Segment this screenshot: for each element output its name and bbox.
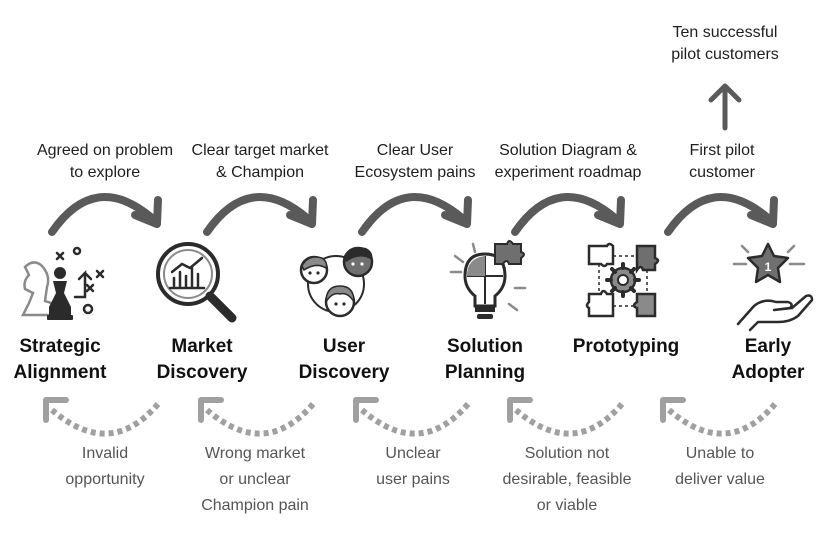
chess-strategy-icon <box>20 246 105 320</box>
return-arrow-icon <box>514 402 625 437</box>
forward-arrow-icon <box>747 196 778 228</box>
return-arrow-icon <box>667 402 778 437</box>
failure-label-5: Unable to deliver value <box>675 445 765 488</box>
forward-arrow-icon <box>664 193 772 236</box>
failure-label-1: Invalid opportunity <box>65 445 145 488</box>
forward-arrow-icon <box>131 196 162 228</box>
success-label-1: Agreed on problem to explore <box>36 142 174 181</box>
return-arrow-icon <box>205 402 316 437</box>
forward-arrow-icon <box>441 196 472 228</box>
stage-title-solution-planning: Solution Planning <box>444 336 526 383</box>
failure-label-2: Wrong market or unclear Champion pain <box>201 445 309 514</box>
forward-arrow-icon <box>511 193 619 236</box>
failure-label-4: Solution not desirable, feasible or viab… <box>502 445 632 514</box>
user-group-icon <box>299 246 374 318</box>
success-label-2: Clear target market & Champion <box>191 142 329 181</box>
hand-star-icon: 1 <box>732 242 814 332</box>
stage-title-market-discovery: Market Discovery <box>156 336 248 383</box>
failure-label-3: Unclear user pains <box>376 445 450 488</box>
lightbulb-puzzle-icon <box>449 240 527 319</box>
stage-title-user-discovery: User Discovery <box>298 336 390 383</box>
success-label-5: First pilot customer <box>689 142 755 181</box>
magnifier-chart-icon <box>156 242 237 323</box>
up-arrow-icon <box>708 83 742 131</box>
stage-title-strategic-alignment: Strategic Alignment <box>13 336 107 383</box>
stage-title-early-adopter: Early Adopter <box>731 336 805 383</box>
top-note-line: Ten successful <box>672 24 778 41</box>
puzzle-gear-icon <box>585 242 660 318</box>
success-label-3: Clear User Ecosystem pains <box>354 142 476 181</box>
forward-arrow-icon <box>358 193 466 236</box>
forward-arrow-icon <box>48 193 156 236</box>
success-label-4: Solution Diagram & experiment roadmap <box>494 142 642 181</box>
top-note-line: pilot customers <box>671 46 779 63</box>
forward-arrow-icon <box>286 196 317 228</box>
return-arrow-icon <box>50 402 161 437</box>
svg-text:1: 1 <box>765 260 772 274</box>
stage-title-prototyping: Prototyping <box>572 336 680 357</box>
forward-arrow-icon <box>594 196 625 228</box>
forward-arrow-icon <box>203 193 311 236</box>
return-arrow-icon <box>360 402 471 437</box>
top-note: Ten successful pilot customers <box>650 22 800 66</box>
